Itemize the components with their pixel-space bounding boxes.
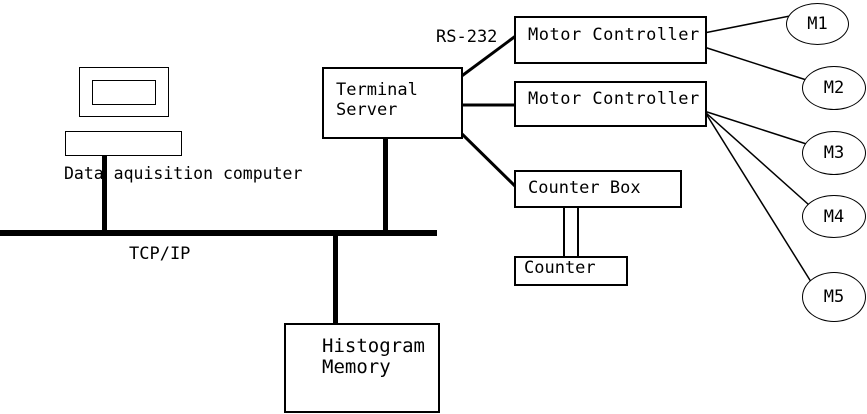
motor-m2-node: M2 <box>802 66 866 110</box>
motor-m3-node: M3 <box>802 131 866 175</box>
edge-terminal-server-to-motor-controller-1 <box>458 33 518 80</box>
histogram-memory-node: Histogram Memory <box>284 323 440 413</box>
edge-terminal-server-to-counter-box <box>457 129 519 190</box>
motor-m4-node: M4 <box>802 195 866 238</box>
computer-keyboard-icon <box>65 131 182 156</box>
motor-controller-1-node: Motor Controller <box>514 16 707 64</box>
terminal-server-node: Terminal Server <box>322 67 463 139</box>
edge-motor-controller-2-to-m4 <box>704 111 819 214</box>
edge-motor-controller-1-to-m1 <box>703 13 801 34</box>
counter-node: Counter <box>514 256 628 286</box>
tcpip-label: TCP/IP <box>129 244 191 264</box>
counter-box-node: Counter Box <box>514 170 682 208</box>
motor-m1-node: M1 <box>786 3 849 45</box>
motor-controller-2-node: Motor Controller <box>514 81 707 127</box>
rs232-label: RS-232 <box>436 27 498 47</box>
data-acquisition-computer-label: Data aquisition computer <box>64 164 303 183</box>
edge-motor-controller-2-to-m5 <box>704 111 819 294</box>
edge-motor-controller-1-to-m2 <box>703 46 823 86</box>
edge-motor-controller-2-to-m3 <box>703 110 823 150</box>
motor-m5-node: M5 <box>802 272 866 322</box>
computer-screen-icon <box>92 80 156 105</box>
